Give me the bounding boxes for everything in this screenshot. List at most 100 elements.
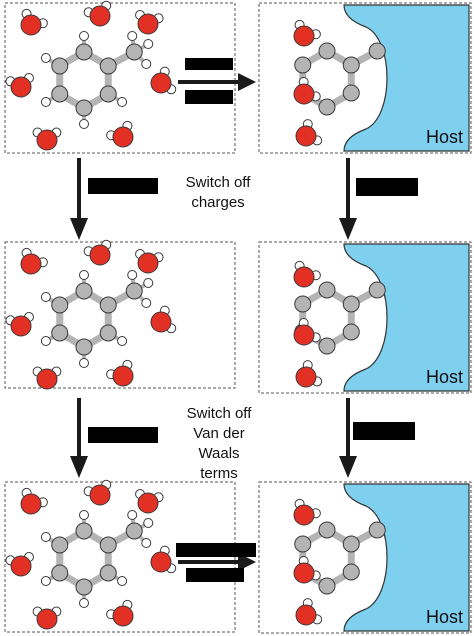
water-molecule: [150, 545, 177, 574]
redacted-label-block: [186, 568, 244, 582]
redacted-label-block: [356, 178, 418, 196]
carbon-atom: [51, 324, 69, 342]
switch-off-charges-label: Switch off charges: [186, 174, 252, 211]
hydrogen-atom: [117, 576, 128, 586]
down-arrow-icon: [70, 158, 88, 240]
redacted-label-block: [185, 58, 233, 70]
panel-frame: [258, 241, 472, 394]
redacted-label-block: [176, 543, 256, 557]
water-molecule: [32, 127, 62, 151]
water-molecule: [295, 598, 323, 626]
panel-host-no-vdw: Host: [258, 481, 472, 634]
hydrogen-atom: [40, 53, 51, 63]
redacted-label-block: [185, 90, 233, 104]
hydrogen-atom: [40, 576, 51, 586]
water-molecule: [32, 606, 62, 630]
carbon-atom: [75, 338, 93, 356]
hydrogen-atom: [79, 31, 89, 41]
hydrogen-atom: [143, 518, 154, 528]
panel-host-no-charges: Host: [258, 241, 472, 394]
oxygen-atom: [112, 605, 134, 627]
panel-solvent-no-vdw: [4, 479, 236, 633]
carbon-atom: [51, 536, 69, 554]
carbon-atom: [368, 521, 386, 539]
switch-off-vdw-label-line: terms: [200, 465, 238, 482]
right-arrow-icon: [178, 73, 256, 91]
switch-off-vdw-label-line: Waals: [198, 445, 239, 462]
panel-frame: [4, 2, 236, 154]
host-cavity: [343, 243, 470, 392]
host-label: Host: [426, 607, 463, 627]
panel-frame: [4, 241, 236, 389]
carbon-atom: [318, 42, 336, 60]
switch-off-charges-label-line: Switch off: [186, 174, 252, 191]
carbon-atom: [368, 281, 386, 299]
carbon-atom: [75, 99, 93, 117]
panel-frame: [258, 2, 472, 154]
oxygen-atom: [137, 13, 159, 35]
carbon-atom: [294, 535, 312, 553]
hydrogen-atom: [117, 97, 128, 107]
water-molecule: [32, 366, 62, 390]
water-molecule: [295, 119, 323, 147]
host-cavity: [343, 4, 470, 152]
carbon-atom: [51, 85, 69, 103]
redacted-label-block: [88, 178, 158, 194]
arrow-head: [70, 218, 88, 240]
hydrogen-atom: [127, 270, 138, 280]
water-molecule: [20, 8, 48, 36]
arrow-head: [339, 218, 357, 240]
carbon-atom: [51, 564, 69, 582]
carbon-atom: [318, 521, 336, 539]
hydrogen-atom: [141, 59, 152, 69]
water-molecule: [5, 73, 34, 98]
arrow-head: [339, 456, 357, 478]
carbon-atom: [99, 564, 117, 582]
water-molecule: [293, 77, 321, 105]
hydrogen-atom: [141, 538, 152, 548]
oxygen-atom: [293, 324, 315, 346]
oxygen-atom: [295, 604, 317, 626]
oxygen-atom: [36, 129, 58, 151]
hydrogen-atom: [79, 270, 89, 280]
carbon-atom: [99, 296, 117, 314]
carbon-atom: [75, 43, 93, 61]
oxygen-atom: [293, 266, 315, 288]
hydrogen-atom: [79, 358, 89, 368]
oxygen-atom: [20, 14, 42, 36]
arrow-head: [238, 553, 256, 571]
arrow-head: [70, 456, 88, 478]
carbon-atom: [75, 282, 93, 300]
hydrogen-atom: [79, 598, 89, 608]
hydrogen-atom: [127, 31, 138, 41]
carbon-atom: [99, 85, 117, 103]
host-cavity: [343, 483, 470, 632]
switch-off-vdw-label-line: Van der: [193, 425, 244, 442]
oxygen-atom: [20, 493, 42, 515]
oxygen-atom: [293, 504, 315, 526]
right-arrow-icon: [178, 553, 256, 571]
water-molecule: [20, 487, 48, 515]
carbon-atom: [125, 282, 143, 300]
down-arrow-icon: [339, 158, 357, 240]
water-molecule: [135, 249, 164, 274]
arrow-head: [238, 73, 256, 91]
water-molecule: [135, 10, 164, 35]
switch-off-charges-label-line: charges: [191, 194, 244, 211]
oxygen-atom: [36, 608, 58, 630]
carbon-atom: [99, 324, 117, 342]
water-molecule: [295, 360, 323, 388]
carbon-atom: [318, 577, 336, 595]
water-molecule: [106, 359, 134, 387]
water-molecule: [293, 318, 321, 346]
carbon-atom: [342, 535, 360, 553]
water-molecule: [5, 552, 34, 577]
water-molecule: [20, 247, 48, 275]
oxygen-atom: [295, 125, 317, 147]
oxygen-atom: [10, 315, 32, 337]
oxygen-atom: [10, 76, 32, 98]
carbon-atom: [368, 42, 386, 60]
oxygen-atom: [150, 551, 172, 573]
carbon-atom: [294, 295, 312, 313]
